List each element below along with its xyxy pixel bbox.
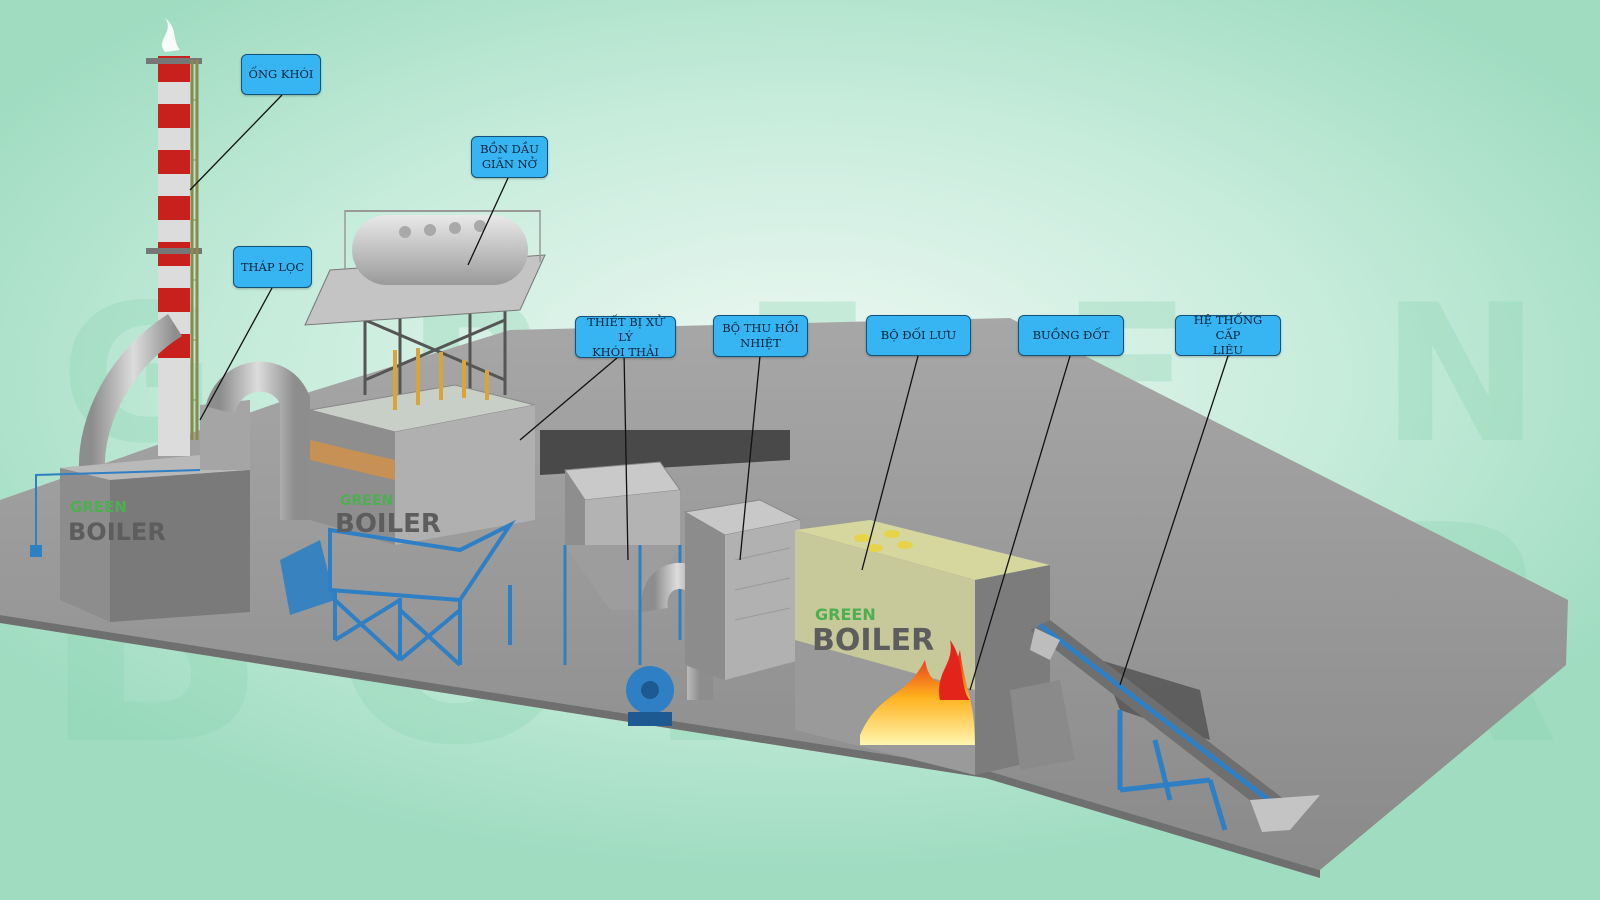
leader-line-xu-ly-khoi-2 <box>623 351 629 561</box>
brand-mark: GREEN <box>70 498 127 516</box>
label-text: BUỒNG ĐỐT <box>1032 328 1110 342</box>
brand-mark: BOILER <box>68 518 166 546</box>
label-text: THÁP LỌC <box>240 259 305 274</box>
label-text: ỐNG KHÓI <box>248 67 314 81</box>
label-thu-hoi-nhiet: BỘ THU HỒI NHIỆT <box>713 315 808 357</box>
leader-line-ong-khoi <box>189 94 283 191</box>
furnace-flames <box>860 640 975 745</box>
leader-line-doi-luu <box>861 355 919 571</box>
boiler-body: GREEN BOILER <box>795 520 1075 775</box>
filter-tower: GREEN BOILER <box>30 314 310 622</box>
chimney <box>146 18 202 456</box>
expansion-oil-tank <box>304 210 546 400</box>
brand-mark: BOILER <box>335 509 441 539</box>
label-ong-khoi: ỐNG KHÓI <box>241 54 321 95</box>
label-text: THIẾT BỊ XỬ LÝ KHÓI THẢI <box>587 314 664 359</box>
label-bon-dau: BỒN DẦU GIÃN NỞ <box>471 136 548 178</box>
label-thap-loc: THÁP LỌC <box>233 246 312 288</box>
label-text: BỒN DẦU GIÃN NỞ <box>480 142 539 171</box>
label-text: BỘ ĐỐI LƯU <box>880 328 957 342</box>
brand-mark: BOILER <box>812 623 934 658</box>
leader-line-bon-dau <box>467 177 509 266</box>
fuel-feed-conveyor <box>1030 620 1320 832</box>
brand-mark: GREEN <box>340 493 393 509</box>
brand-mark: GREEN <box>815 605 876 624</box>
label-text: BỘ THU HỒI NHIỆT <box>722 321 799 350</box>
leader-line-thap-loc <box>199 287 273 421</box>
leader-line-cap-lieu <box>1119 355 1229 686</box>
exhaust-treatment-unit: GREEN BOILER <box>280 348 536 667</box>
leader-line-buong-dot <box>969 355 1071 691</box>
label-doi-luu: BỘ ĐỐI LƯU <box>866 315 971 356</box>
label-cap-lieu: HỆ THỐNG CẤP LIỆU <box>1175 313 1281 357</box>
label-xu-ly-khoi: THIẾT BỊ XỬ LÝ KHÓI THẢI <box>575 314 676 359</box>
label-buong-dot: BUỒNG ĐỐT <box>1018 315 1124 356</box>
label-text: HỆ THỐNG CẤP LIỆU <box>1193 313 1263 357</box>
leader-lines <box>189 94 1229 691</box>
leader-line-thu-hoi-nhiet <box>739 355 761 561</box>
heat-recovery-unit <box>683 499 802 680</box>
leader-line-xu-ly-khoi <box>519 351 625 441</box>
